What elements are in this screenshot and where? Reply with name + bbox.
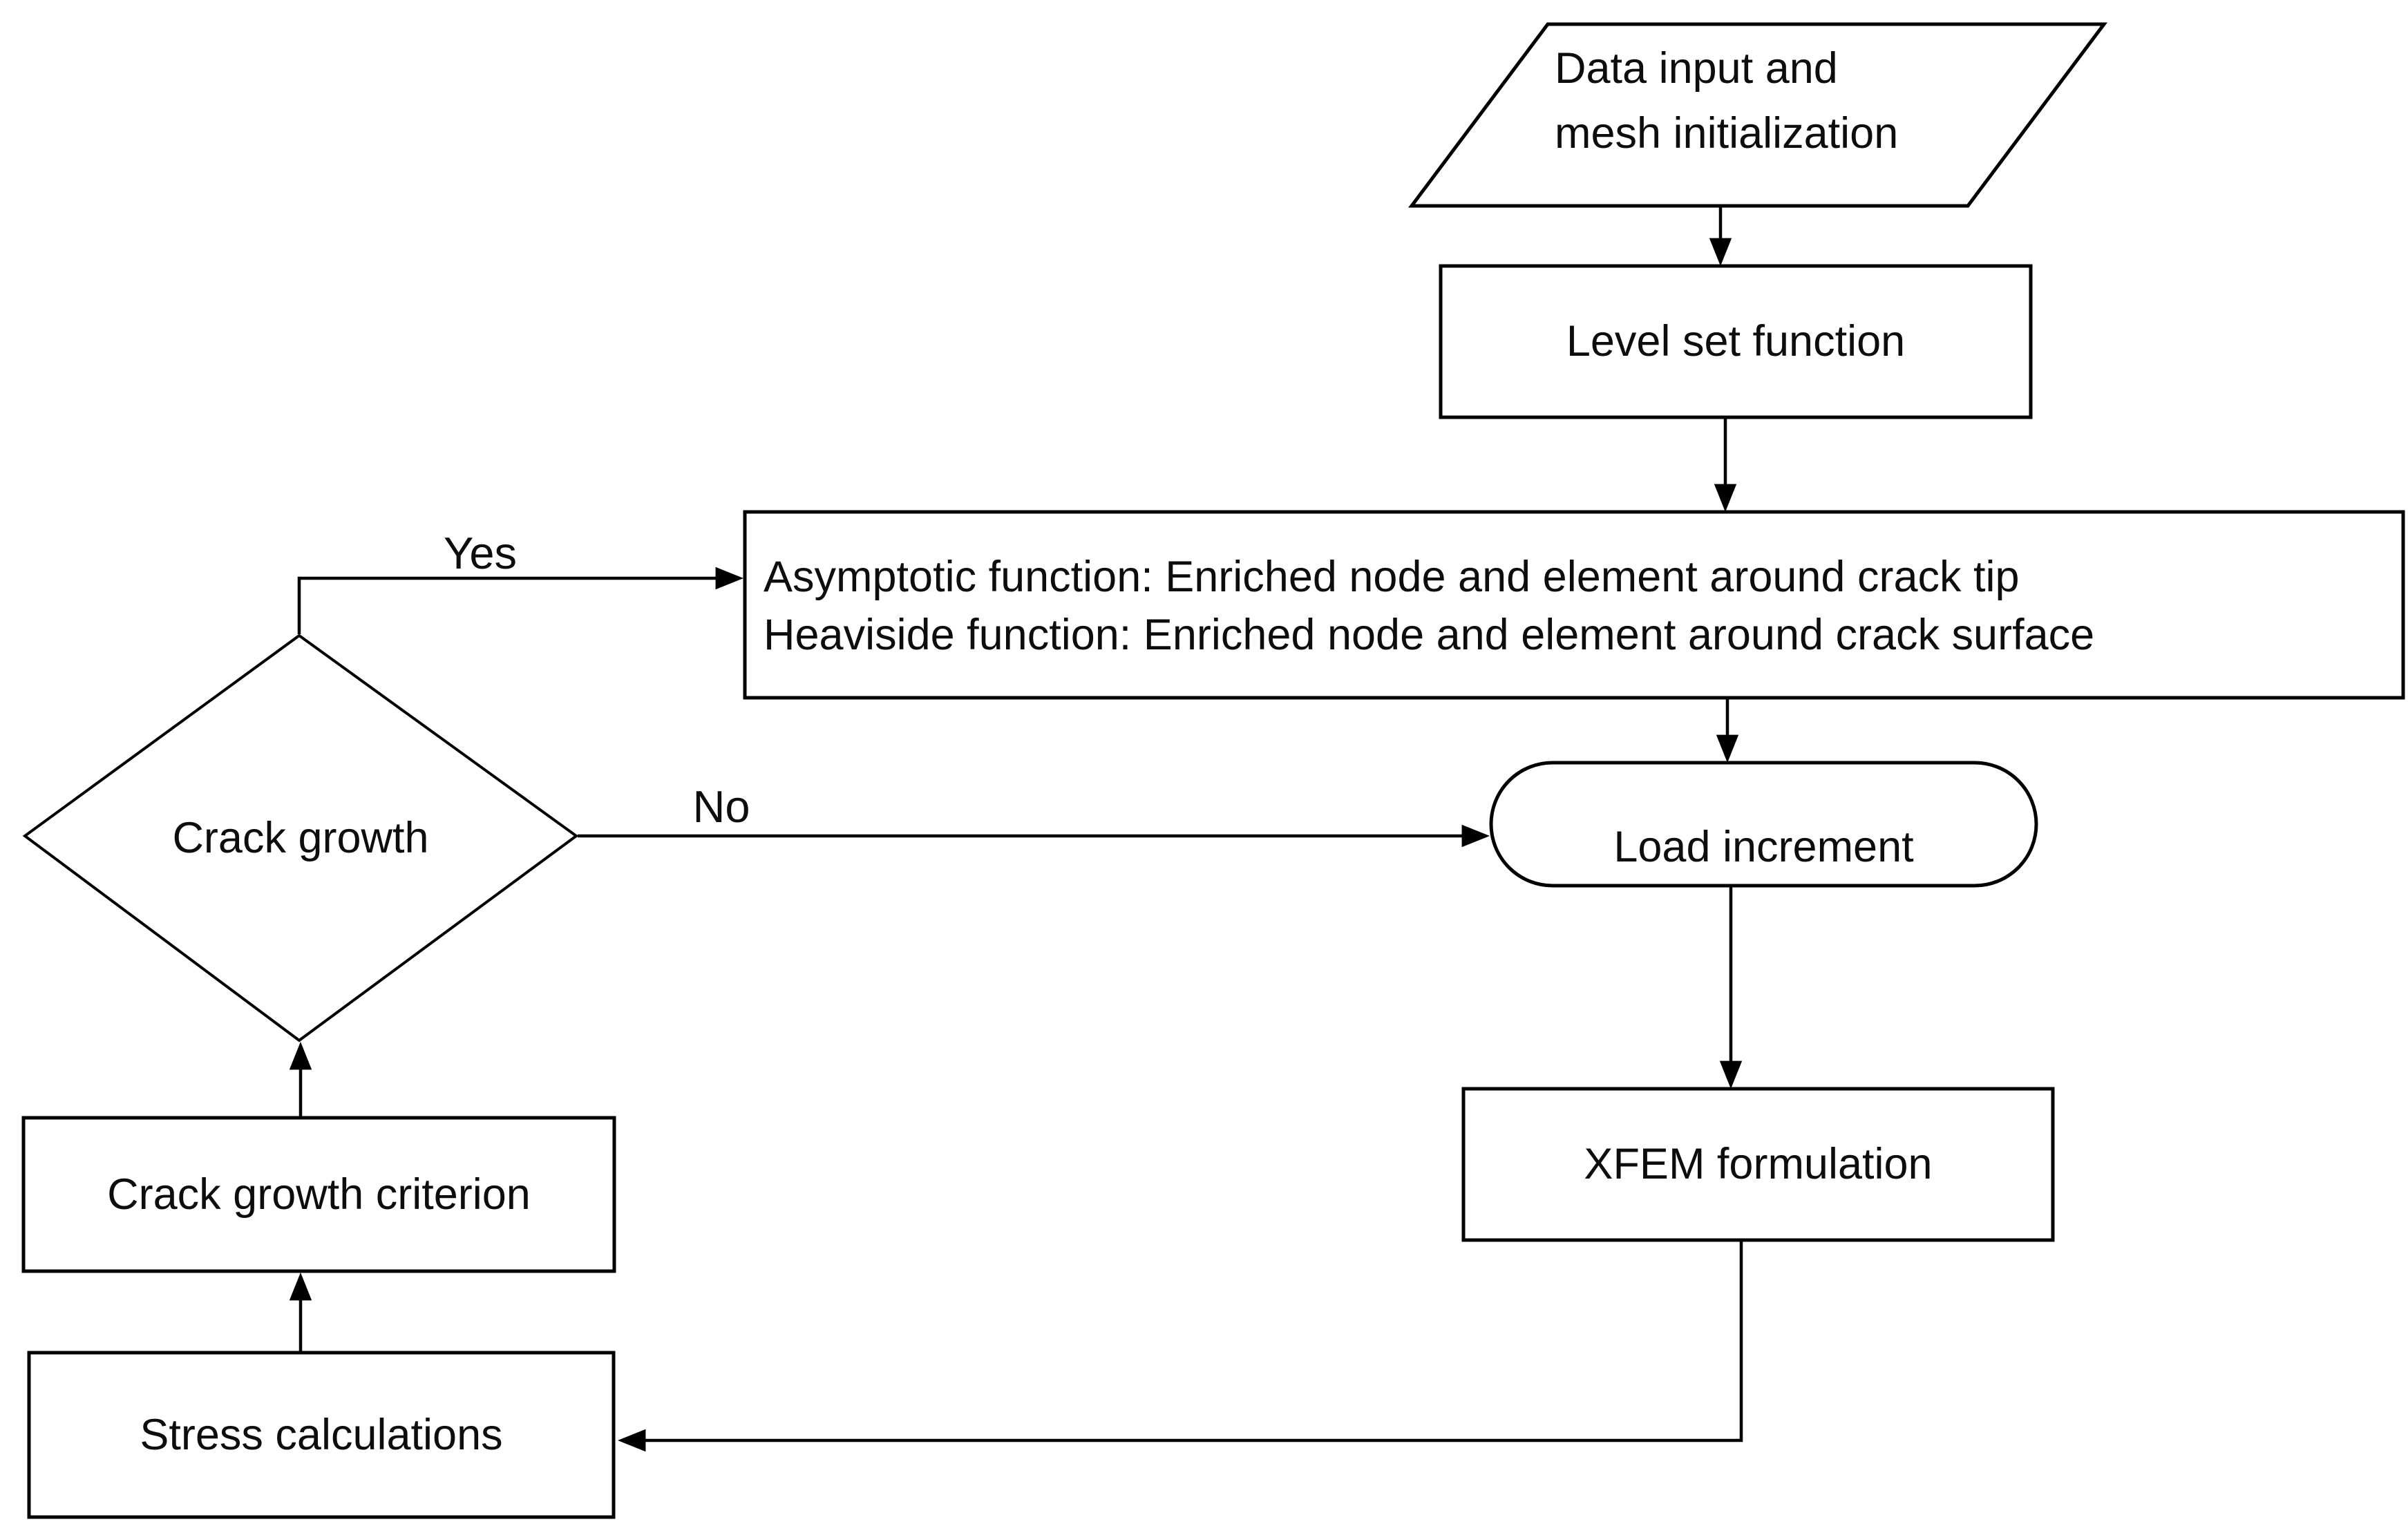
- xfem-label: XFEM formulation: [1584, 1140, 1933, 1189]
- level-set-box: [1439, 264, 2033, 419]
- enrichment-line1: Asymptotic function: Enriched node and e…: [764, 553, 2020, 601]
- data-input-line1: Data input and: [1555, 44, 1838, 93]
- stress-box: [27, 1351, 616, 1519]
- enrichment-line2: Heaviside function: Enriched node and el…: [764, 611, 2095, 659]
- level-set-label: Level set function: [1566, 317, 1906, 366]
- no-edge-label: No: [692, 781, 750, 832]
- load-increment-stadium: [1489, 761, 2038, 888]
- yes-edge-label: Yes: [443, 528, 518, 578]
- data-input-label: Data input and mesh initialization: [1555, 36, 1898, 166]
- load-increment-label: Load increment: [1613, 822, 1914, 871]
- criterion-box: [21, 1116, 616, 1273]
- stress-label: Stress calculations: [140, 1410, 503, 1459]
- data-input-parallelogram: [1408, 22, 2107, 208]
- enrichment-box: [743, 510, 2405, 700]
- enrichment-label: Asymptotic function: Enriched node and e…: [764, 548, 2094, 664]
- arrow-yes-diamond-to-enrichment: [297, 566, 744, 634]
- arrow-xfem-to-stress: [617, 1241, 1743, 1452]
- crack-growth-diamond: [22, 634, 579, 1042]
- criterion-label: Crack growth criterion: [107, 1170, 531, 1219]
- crack-growth-label: Crack growth: [172, 813, 429, 862]
- xfem-box: [1461, 1087, 2055, 1242]
- data-input-line2: mesh initialization: [1555, 109, 1899, 158]
